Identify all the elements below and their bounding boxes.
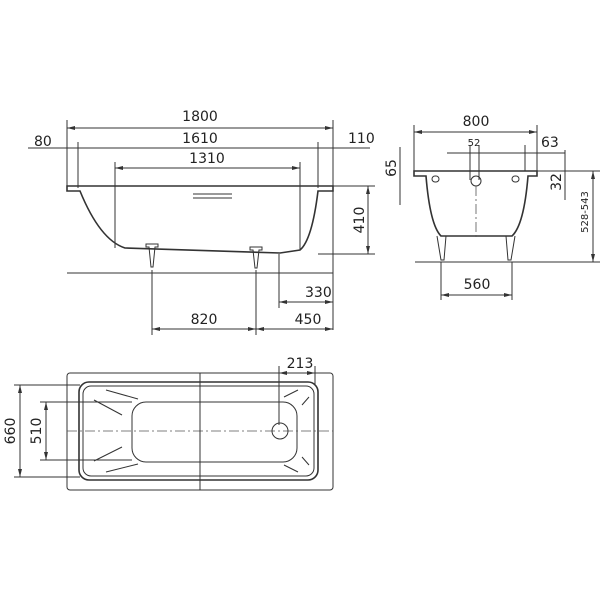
dim-560: 560 — [464, 277, 491, 293]
dim-330: 330 — [305, 285, 332, 301]
dim-450: 450 — [295, 312, 322, 328]
side-view: 1800 1610 1310 80 110 410 330 820 450 — [28, 109, 375, 335]
dim-510: 510 — [29, 418, 45, 445]
dim-213: 213 — [287, 356, 314, 372]
dim-660: 660 — [3, 418, 19, 445]
dim-1310: 1310 — [189, 151, 225, 167]
dim-410: 410 — [352, 207, 368, 234]
dim-80: 80 — [34, 134, 52, 150]
dim-52: 52 — [468, 138, 481, 149]
end-view: 800 52 63 65 32 528-543 560 — [384, 114, 600, 300]
dim-32: 32 — [549, 173, 565, 191]
dim-65: 65 — [384, 159, 400, 177]
dim-528-543: 528-543 — [580, 191, 591, 233]
dim-820: 820 — [191, 312, 218, 328]
dim-1800: 1800 — [182, 109, 218, 125]
plan-view: 660 510 213 — [3, 356, 334, 491]
dim-110: 110 — [348, 131, 375, 147]
dim-63: 63 — [541, 135, 559, 151]
dim-1610: 1610 — [182, 131, 218, 147]
dim-800: 800 — [463, 114, 490, 130]
